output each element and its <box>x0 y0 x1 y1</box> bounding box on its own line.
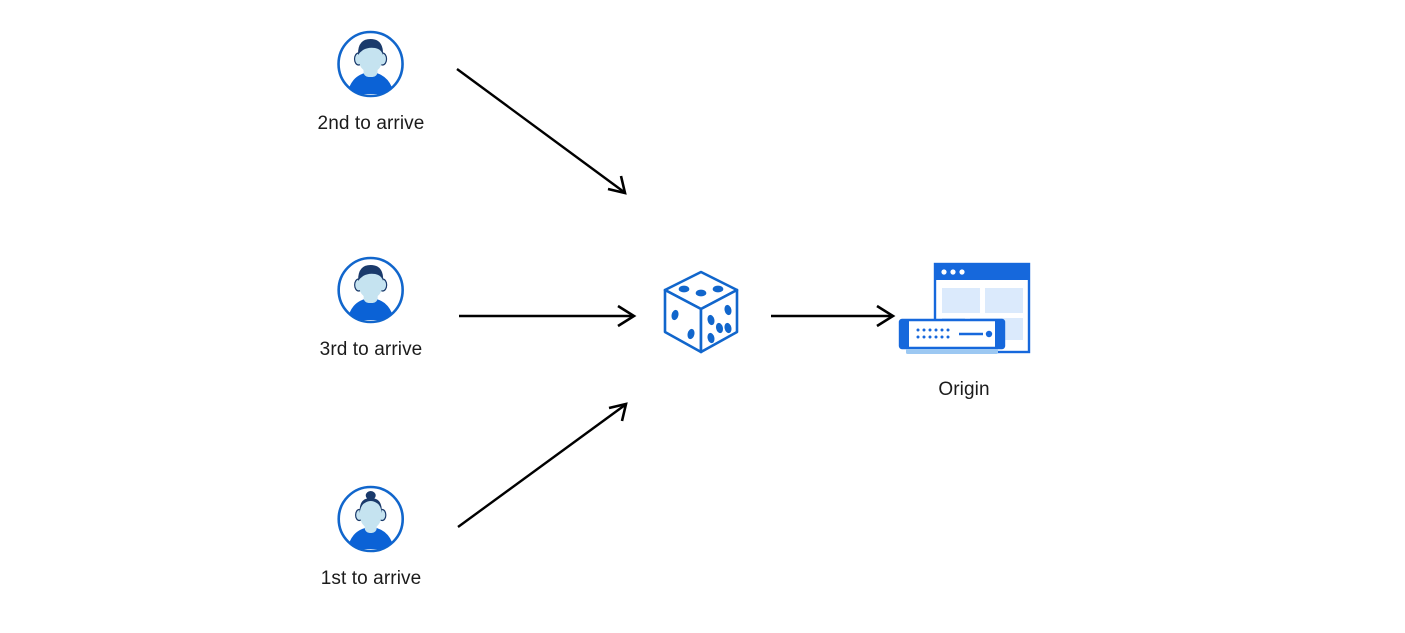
user-avatar-icon <box>335 254 407 326</box>
node-label: 2nd to arrive <box>317 113 425 134</box>
node-visitor-3rd[interactable]: 3rd to arrive <box>320 254 423 359</box>
arrow-visitor3-to-dice <box>459 304 637 328</box>
arrow-dice-to-origin <box>771 304 896 328</box>
dice-icon <box>651 262 751 362</box>
arrow-visitor2-to-dice <box>456 68 627 195</box>
node-visitor-1st[interactable]: 1st to arrive <box>321 483 422 588</box>
node-label: Origin <box>938 379 990 400</box>
server-device-icon <box>898 318 1006 354</box>
node-label: 3rd to arrive <box>319 339 423 360</box>
arrow-visitor1-to-dice <box>457 402 628 528</box>
node-origin[interactable]: Origin <box>896 258 1032 399</box>
origin-server-icon <box>896 258 1032 364</box>
node-randomizer-dice[interactable] <box>651 262 751 362</box>
node-label: 1st to arrive <box>320 568 422 589</box>
user-avatar-icon <box>335 483 407 555</box>
node-visitor-2nd[interactable]: 2nd to arrive <box>318 28 425 133</box>
user-avatar-icon <box>335 28 407 100</box>
